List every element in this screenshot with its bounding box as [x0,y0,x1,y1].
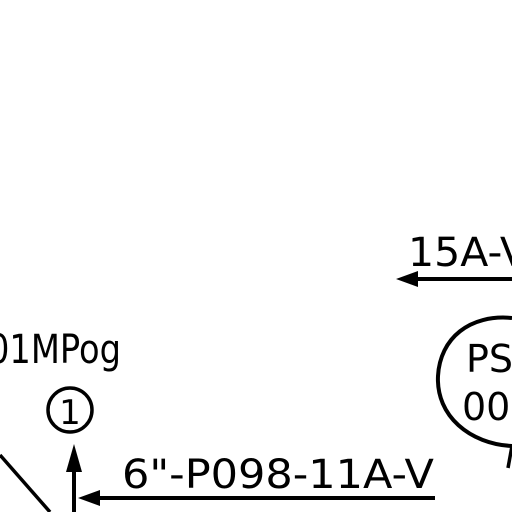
vertical-pipe [66,444,82,512]
diagonal-leader-line [0,453,52,512]
pressure-note-label: 01MPog [0,327,121,373]
arrow-left-icon [396,271,418,287]
arrow-left-icon [78,490,100,506]
upper-line-label: 15A-V [408,230,512,276]
arrow-up-icon [66,444,82,472]
instrument-balloon-psv: PSV 001 [435,315,512,469]
main-line-label: 6"-P098-11A-V [122,452,435,498]
instrument-tag-line2: 001 [462,385,512,429]
instrument-tag-line1: PSV [466,337,512,381]
main-pipe-line [78,490,435,506]
numbered-bubble: 1 [46,386,94,434]
bubble-number: 1 [59,393,81,433]
upper-pipe-line [396,271,512,287]
